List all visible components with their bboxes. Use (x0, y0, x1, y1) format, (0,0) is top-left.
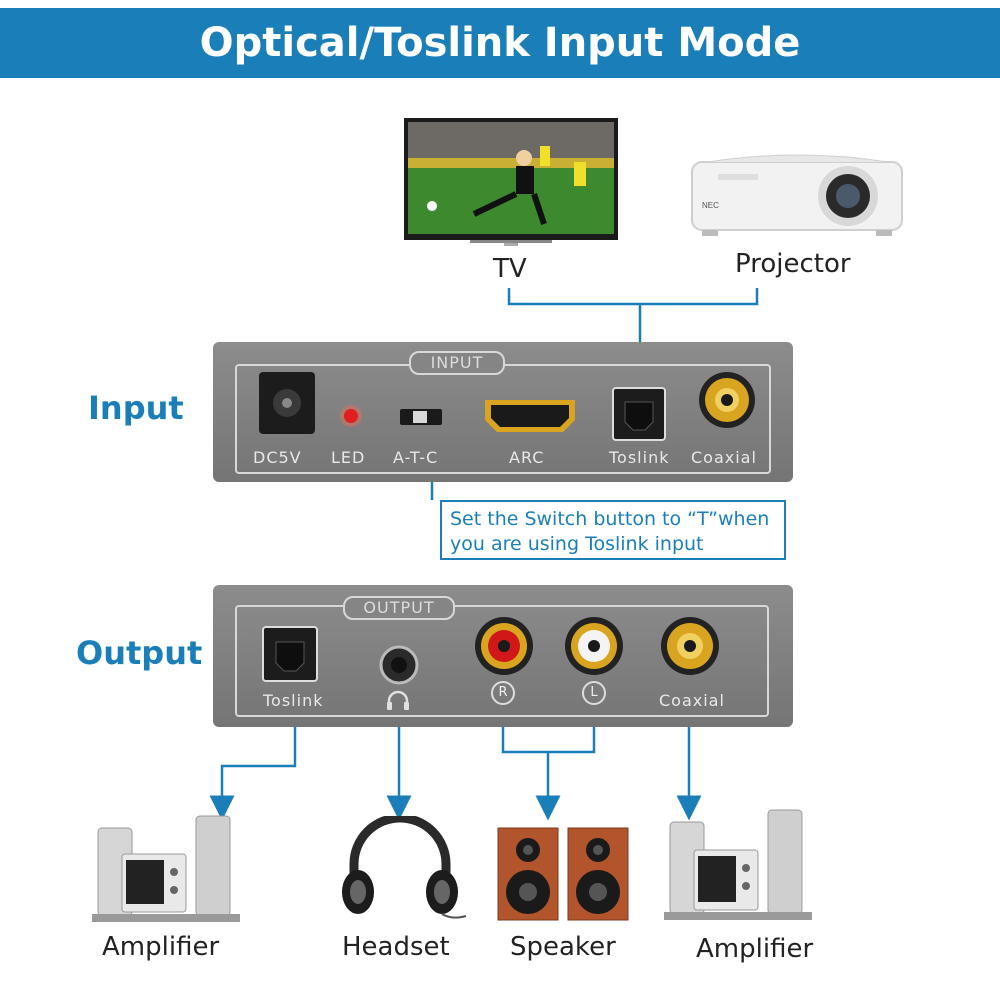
rca-to-speaker-line (501, 706, 596, 808)
input-plate-label: INPUT (409, 351, 505, 375)
output-plate (235, 605, 769, 717)
device-label-headset: Headset (342, 932, 450, 962)
toslink-output-port[interactable] (261, 625, 319, 683)
device-label-amplifier-2: Amplifier (696, 934, 814, 964)
projector-image: NEC (691, 154, 903, 236)
projector-brand: NEC (702, 201, 719, 210)
atc-switch[interactable] (399, 408, 443, 426)
rca-right-label: R (498, 685, 508, 700)
amplifier-image-2 (664, 809, 812, 920)
port-label-toslink-in: Toslink (609, 448, 670, 467)
port-label-arc: ARC (509, 448, 545, 467)
input-panel: INPUT DC5V LED A-T-C ARC Toslink Coaxial (213, 342, 793, 482)
title-banner: Optical/Toslink Input Mode (0, 8, 1000, 78)
callout-line-1: Set the Switch button to “T”when (450, 508, 770, 530)
headphone-icon (387, 690, 409, 710)
speaker-left (497, 827, 559, 921)
port-label-coaxial-out: Coaxial (659, 691, 725, 710)
toslink-input-port[interactable] (611, 386, 667, 442)
port-label-coaxial-in: Coaxial (691, 448, 757, 467)
rca-right-badge: R (491, 681, 515, 705)
output-side-label: Output (76, 634, 203, 672)
device-label-amplifier-1: Amplifier (102, 932, 220, 962)
output-plate-label: OUTPUT (343, 596, 455, 620)
page-title: Optical/Toslink Input Mode (199, 20, 801, 66)
callout-line-2: you are using Toslink input (450, 533, 704, 555)
dc-power-jack[interactable] (257, 370, 317, 436)
headphone-jack[interactable] (379, 645, 419, 685)
rca-right-port[interactable] (473, 615, 535, 677)
input-side-label: Input (88, 389, 184, 427)
device-label-speaker: Speaker (510, 932, 616, 962)
amplifier-image-1 (92, 815, 240, 922)
speaker-image (497, 827, 629, 921)
headset-image (342, 816, 467, 919)
tv-image (404, 118, 618, 246)
speaker-right (567, 827, 629, 921)
rca-left-label: L (590, 685, 598, 700)
rca-left-badge: L (582, 681, 606, 705)
port-label-atc: A-T-C (393, 448, 439, 467)
hdmi-arc-port[interactable] (483, 398, 577, 434)
projector-label: Projector (735, 249, 851, 279)
tv-to-toslink-line (507, 288, 759, 306)
output-panel: OUTPUT R L Toslink Coaxi (213, 585, 793, 727)
toslink-to-amplifier-line (209, 690, 297, 821)
coaxial-input-port[interactable] (697, 370, 757, 430)
port-label-toslink-out: Toslink (263, 691, 324, 710)
port-label-dc5v: DC5V (253, 448, 302, 467)
tv-label: TV (493, 254, 527, 284)
coaxial-output-port[interactable] (659, 615, 721, 677)
port-label-led: LED (331, 448, 366, 467)
rca-left-port[interactable] (563, 615, 625, 677)
switch-callout: Set the Switch button to “T”when you are… (440, 500, 786, 560)
led-indicator (340, 405, 362, 427)
